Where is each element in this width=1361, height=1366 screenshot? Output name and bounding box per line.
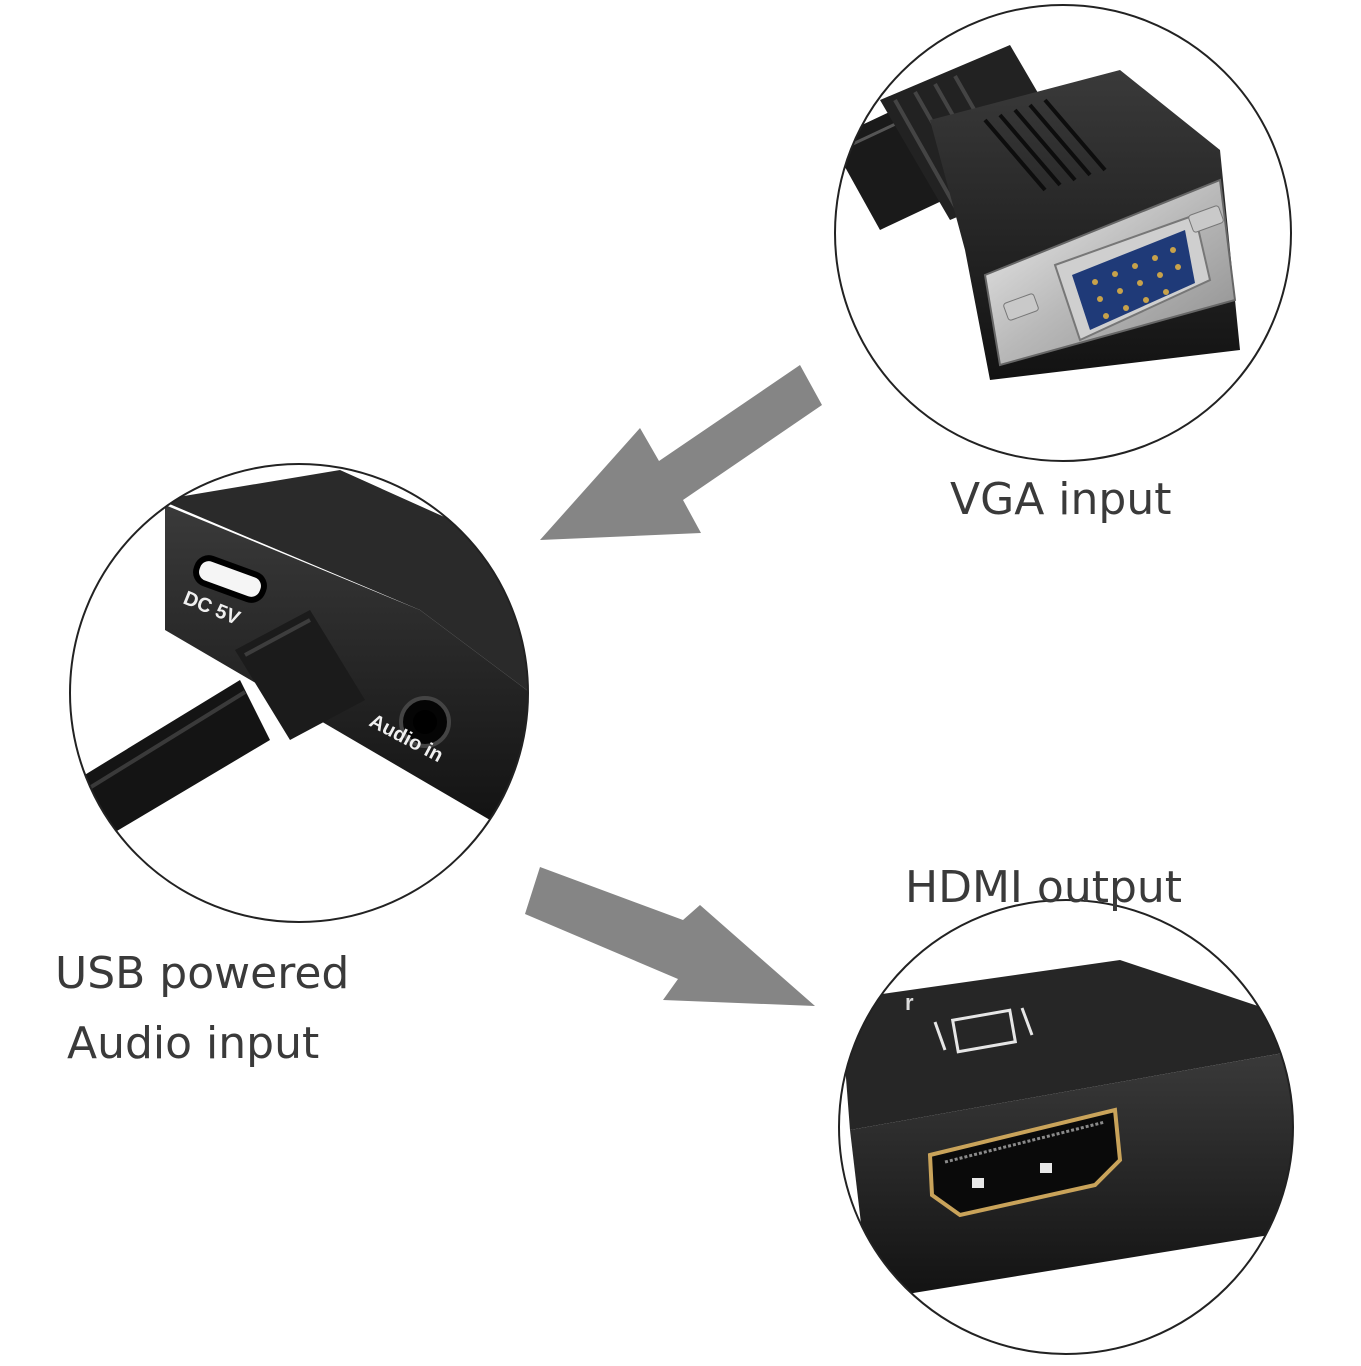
usb-audio-port-photo: DC 5V Audio in [69,463,529,923]
usb-powered-caption: USB powered [55,948,350,999]
hdmi-output-caption: HDMI output [905,862,1183,913]
vga-connector-photo [834,4,1292,462]
vga-input-caption: VGA input [950,474,1172,525]
arrow-vga-to-usb [540,365,822,540]
monitor-icon [933,1007,1034,1054]
audio-input-caption: Audio input [67,1018,320,1069]
hdmi-label-fragment: r [905,990,914,1015]
arrow-usb-to-hdmi [525,867,815,1006]
hdmi-port-photo: r [838,899,1294,1355]
